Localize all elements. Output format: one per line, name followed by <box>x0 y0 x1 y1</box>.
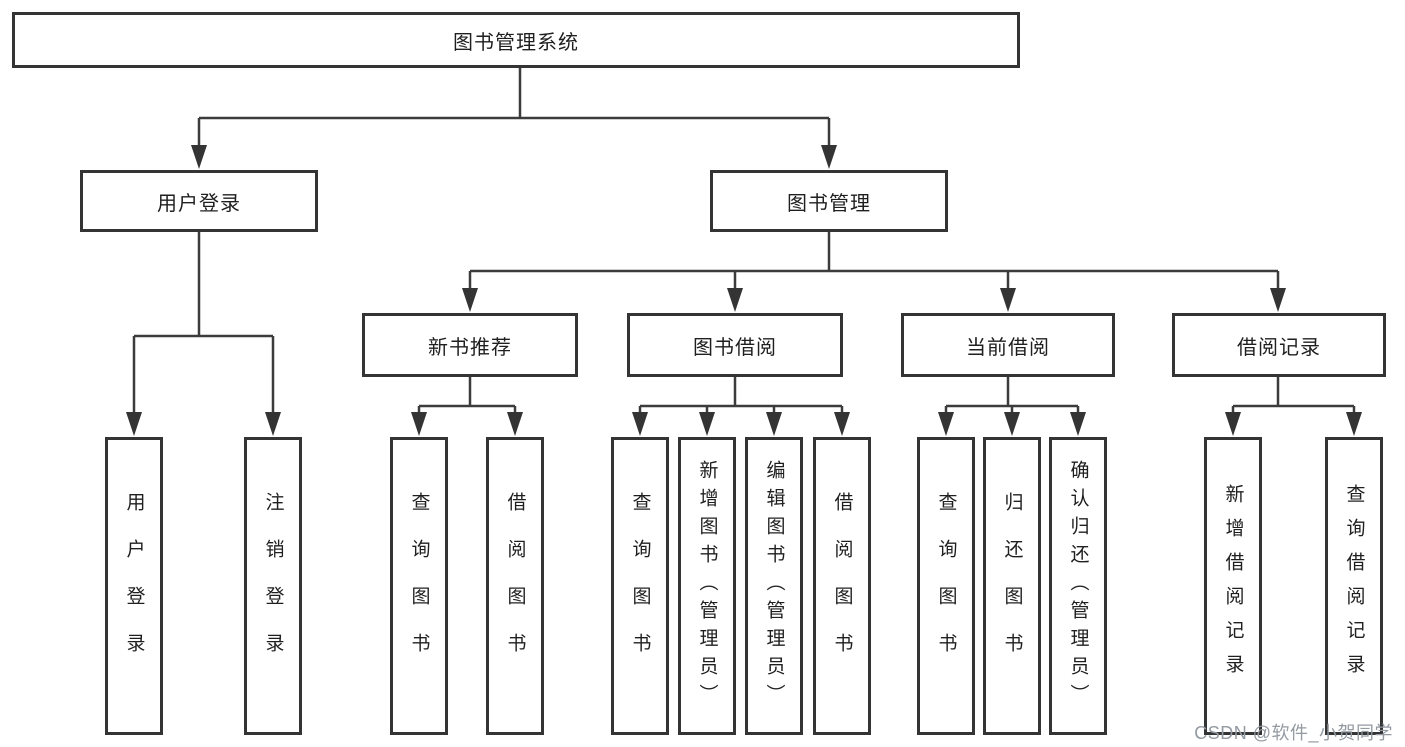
csdn-watermark: CSDN @软件_小贺同学 <box>1194 723 1393 743</box>
node-book-management-branch: 图书管理 <box>710 170 948 232</box>
node-label: 新书推荐 <box>428 336 512 359</box>
node-label: 用户登录 <box>157 192 241 215</box>
leaf-query-books-recommend: 查询图书 <box>390 437 448 735</box>
leaf-user-login: 用户登录 <box>105 437 163 735</box>
leaf-label: 查询图书 <box>935 492 957 680</box>
leaf-label: 查询图书 <box>408 492 430 680</box>
leaf-query-borrow-record: 查询借阅记录 <box>1325 437 1383 735</box>
leaf-logout: 注销登录 <box>244 437 302 735</box>
node-label: 借阅记录 <box>1237 336 1321 359</box>
leaf-confirm-return-admin: 确认归还（管理员） <box>1049 437 1107 735</box>
node-borrowing-records: 借阅记录 <box>1172 313 1386 377</box>
leaf-add-borrow-record: 新增借阅记录 <box>1204 437 1262 735</box>
leaf-edit-books-admin: 编辑图书（管理员） <box>745 437 803 735</box>
leaf-query-books-current: 查询图书 <box>917 437 975 735</box>
node-user-login-branch: 用户登录 <box>80 170 318 232</box>
leaf-label: 注销登录 <box>262 492 284 680</box>
node-label: 图书管理系统 <box>453 31 579 54</box>
leaf-borrow-books-recommend: 借阅图书 <box>486 437 544 735</box>
leaf-label: 编辑图书（管理员） <box>763 460 785 712</box>
leaf-label: 查询图书 <box>629 492 651 680</box>
node-label: 当前借阅 <box>966 336 1050 359</box>
leaf-label: 用户登录 <box>123 492 145 680</box>
node-current-borrowing: 当前借阅 <box>901 313 1115 377</box>
connector-lines <box>132 68 1356 413</box>
leaf-label: 新增借阅记录 <box>1222 484 1244 688</box>
leaf-borrow-books: 借阅图书 <box>813 437 871 735</box>
node-book-borrowing: 图书借阅 <box>627 313 843 377</box>
leaf-return-books: 归还图书 <box>983 437 1041 735</box>
leaf-label: 确认归还（管理员） <box>1067 460 1089 712</box>
leaf-label: 借阅图书 <box>831 492 853 680</box>
leaf-add-books-admin: 新增图书（管理员） <box>678 437 736 735</box>
node-library-management-system: 图书管理系统 <box>12 12 1020 68</box>
node-label: 图书管理 <box>787 192 871 215</box>
leaf-label: 新增图书（管理员） <box>696 460 718 712</box>
node-new-book-recommendation: 新书推荐 <box>362 313 578 377</box>
leaf-label: 借阅图书 <box>504 492 526 680</box>
node-label: 图书借阅 <box>693 336 777 359</box>
leaf-query-books-borrow: 查询图书 <box>611 437 669 735</box>
arrow-down-icon <box>126 145 1362 436</box>
leaf-label: 归还图书 <box>1001 492 1023 680</box>
leaf-label: 查询借阅记录 <box>1343 484 1365 688</box>
